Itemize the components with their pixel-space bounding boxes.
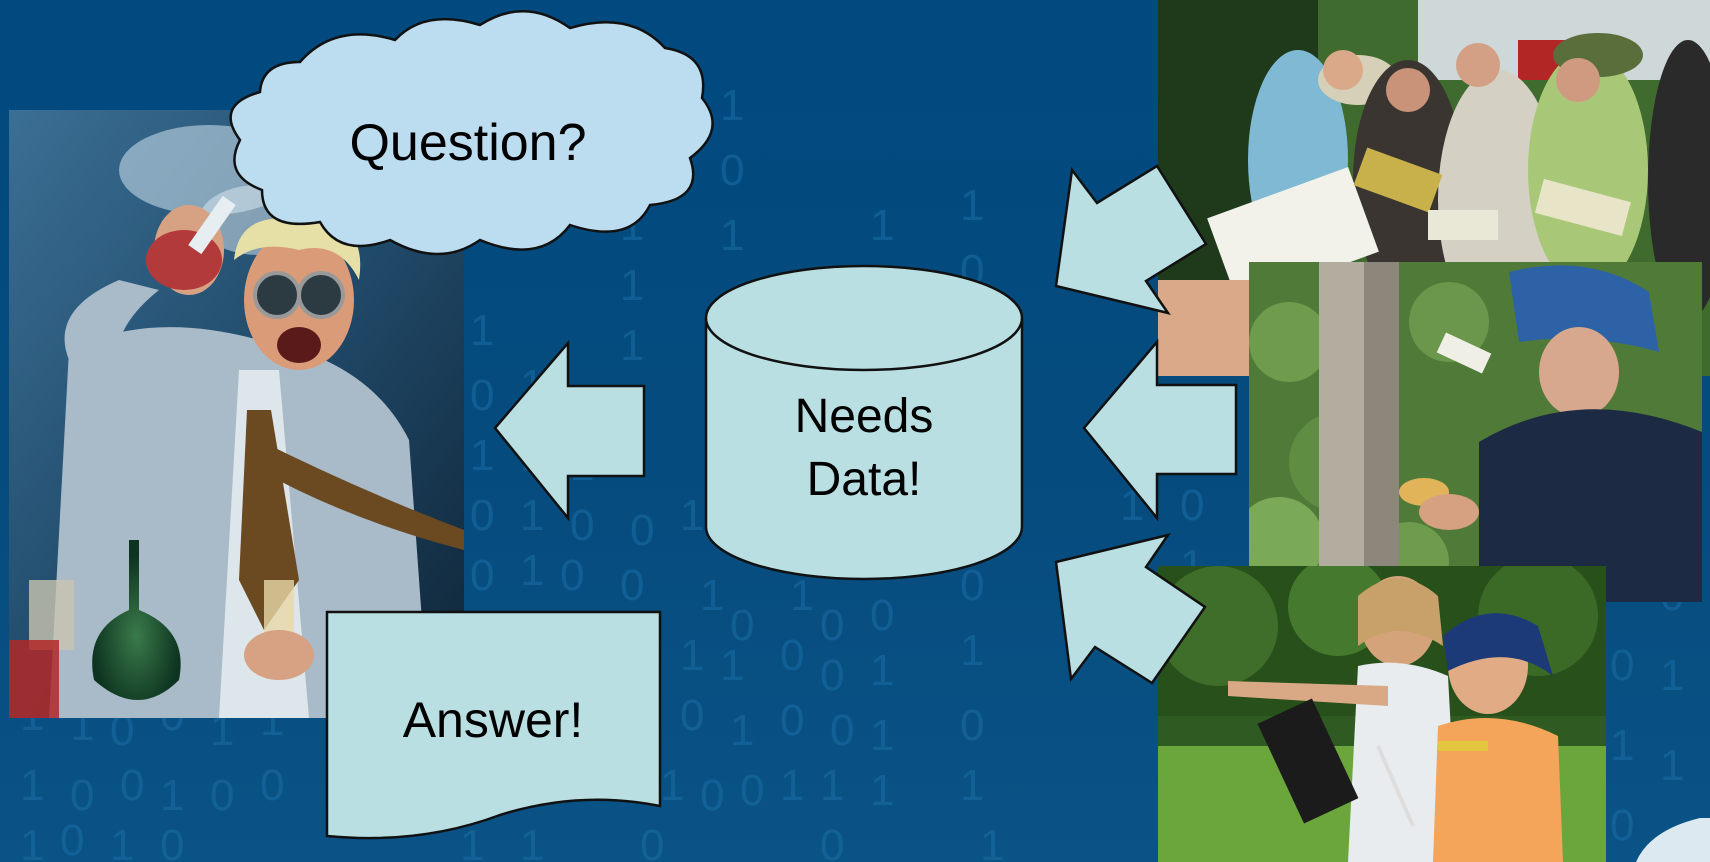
svg-text:1: 1 [520,491,544,540]
svg-text:1: 1 [820,761,844,810]
answer-label: Answer! [403,692,584,748]
woman-recording-plants-photo [1249,262,1702,602]
svg-text:0: 0 [700,771,724,820]
svg-text:1: 1 [870,711,894,760]
arrow-left-to-scientist [493,339,646,522]
svg-text:0: 0 [470,491,494,540]
svg-text:0: 0 [960,701,984,750]
svg-text:1: 1 [870,766,894,815]
svg-text:1: 1 [680,491,704,540]
svg-text:0: 0 [780,696,804,745]
svg-text:0: 0 [470,551,494,600]
question-cloud-shape [229,9,714,256]
database-label-line1: Needs [795,390,934,443]
svg-text:1: 1 [460,821,484,862]
svg-text:1: 1 [660,761,684,810]
svg-text:1: 1 [730,706,754,755]
svg-text:0: 0 [210,771,234,820]
database-label-line2: Data! [807,453,922,506]
svg-text:0: 0 [820,821,844,862]
svg-text:0: 0 [630,506,654,555]
svg-text:0: 0 [870,591,894,640]
svg-text:1: 1 [780,761,804,810]
svg-text:0: 0 [1610,801,1634,850]
svg-text:1: 1 [960,761,984,810]
svg-text:0: 0 [1610,641,1634,690]
answer-document-shape [325,610,662,840]
svg-text:0: 0 [960,561,984,610]
svg-text:1: 1 [870,201,894,250]
svg-text:0: 0 [570,501,594,550]
svg-text:1: 1 [20,761,44,810]
svg-text:1: 1 [960,626,984,675]
svg-text:0: 0 [260,761,284,810]
svg-text:1: 1 [1610,721,1634,770]
svg-text:0: 0 [60,816,84,862]
database-cylinder-body [704,318,1024,581]
question-label: Question? [349,114,586,172]
children-pointing-photo [1158,566,1606,862]
svg-text:1: 1 [720,81,744,130]
arrow-from-group-photo [1054,164,1208,315]
svg-text:1: 1 [520,821,544,862]
answer-document: Answer! [325,610,662,840]
database-cylinder: Needs Data! [704,264,1024,581]
svg-text:0: 0 [820,651,844,700]
svg-text:1: 1 [620,261,644,310]
svg-text:1: 1 [1660,741,1684,790]
arrow-from-woods-photo [1082,338,1238,522]
svg-text:1: 1 [720,641,744,690]
svg-text:1: 1 [720,211,744,260]
svg-text:1: 1 [470,306,494,355]
svg-text:1: 1 [620,321,644,370]
arrow-from-children-photo [1054,533,1207,685]
svg-text:1: 1 [680,631,704,680]
svg-text:1: 1 [520,546,544,595]
question-cloud: Question? [229,9,714,256]
svg-text:1: 1 [110,821,134,862]
svg-text:1: 1 [1660,651,1684,700]
decorative-swoosh [1636,818,1710,862]
svg-text:1: 1 [20,821,44,862]
svg-text:1: 1 [980,821,1004,862]
svg-text:0: 0 [680,691,704,740]
svg-text:0: 0 [820,601,844,650]
svg-text:0: 0 [720,146,744,195]
svg-text:0: 0 [470,371,494,420]
database-cylinder-top [704,264,1024,372]
svg-text:0: 0 [160,821,184,862]
svg-text:1: 1 [790,571,814,620]
svg-text:0: 0 [620,561,644,610]
svg-text:1: 1 [870,646,894,695]
svg-text:0: 0 [640,821,664,862]
svg-text:0: 0 [1180,481,1204,530]
svg-text:0: 0 [560,551,584,600]
svg-text:0: 0 [740,766,764,815]
svg-text:0: 0 [830,706,854,755]
svg-text:0: 0 [70,771,94,820]
svg-text:0: 0 [120,761,144,810]
svg-text:0: 0 [780,631,804,680]
svg-text:1: 1 [470,431,494,480]
svg-text:1: 1 [700,571,724,620]
svg-text:0: 0 [730,601,754,650]
svg-text:1: 1 [960,181,984,230]
svg-text:1: 1 [160,771,184,820]
